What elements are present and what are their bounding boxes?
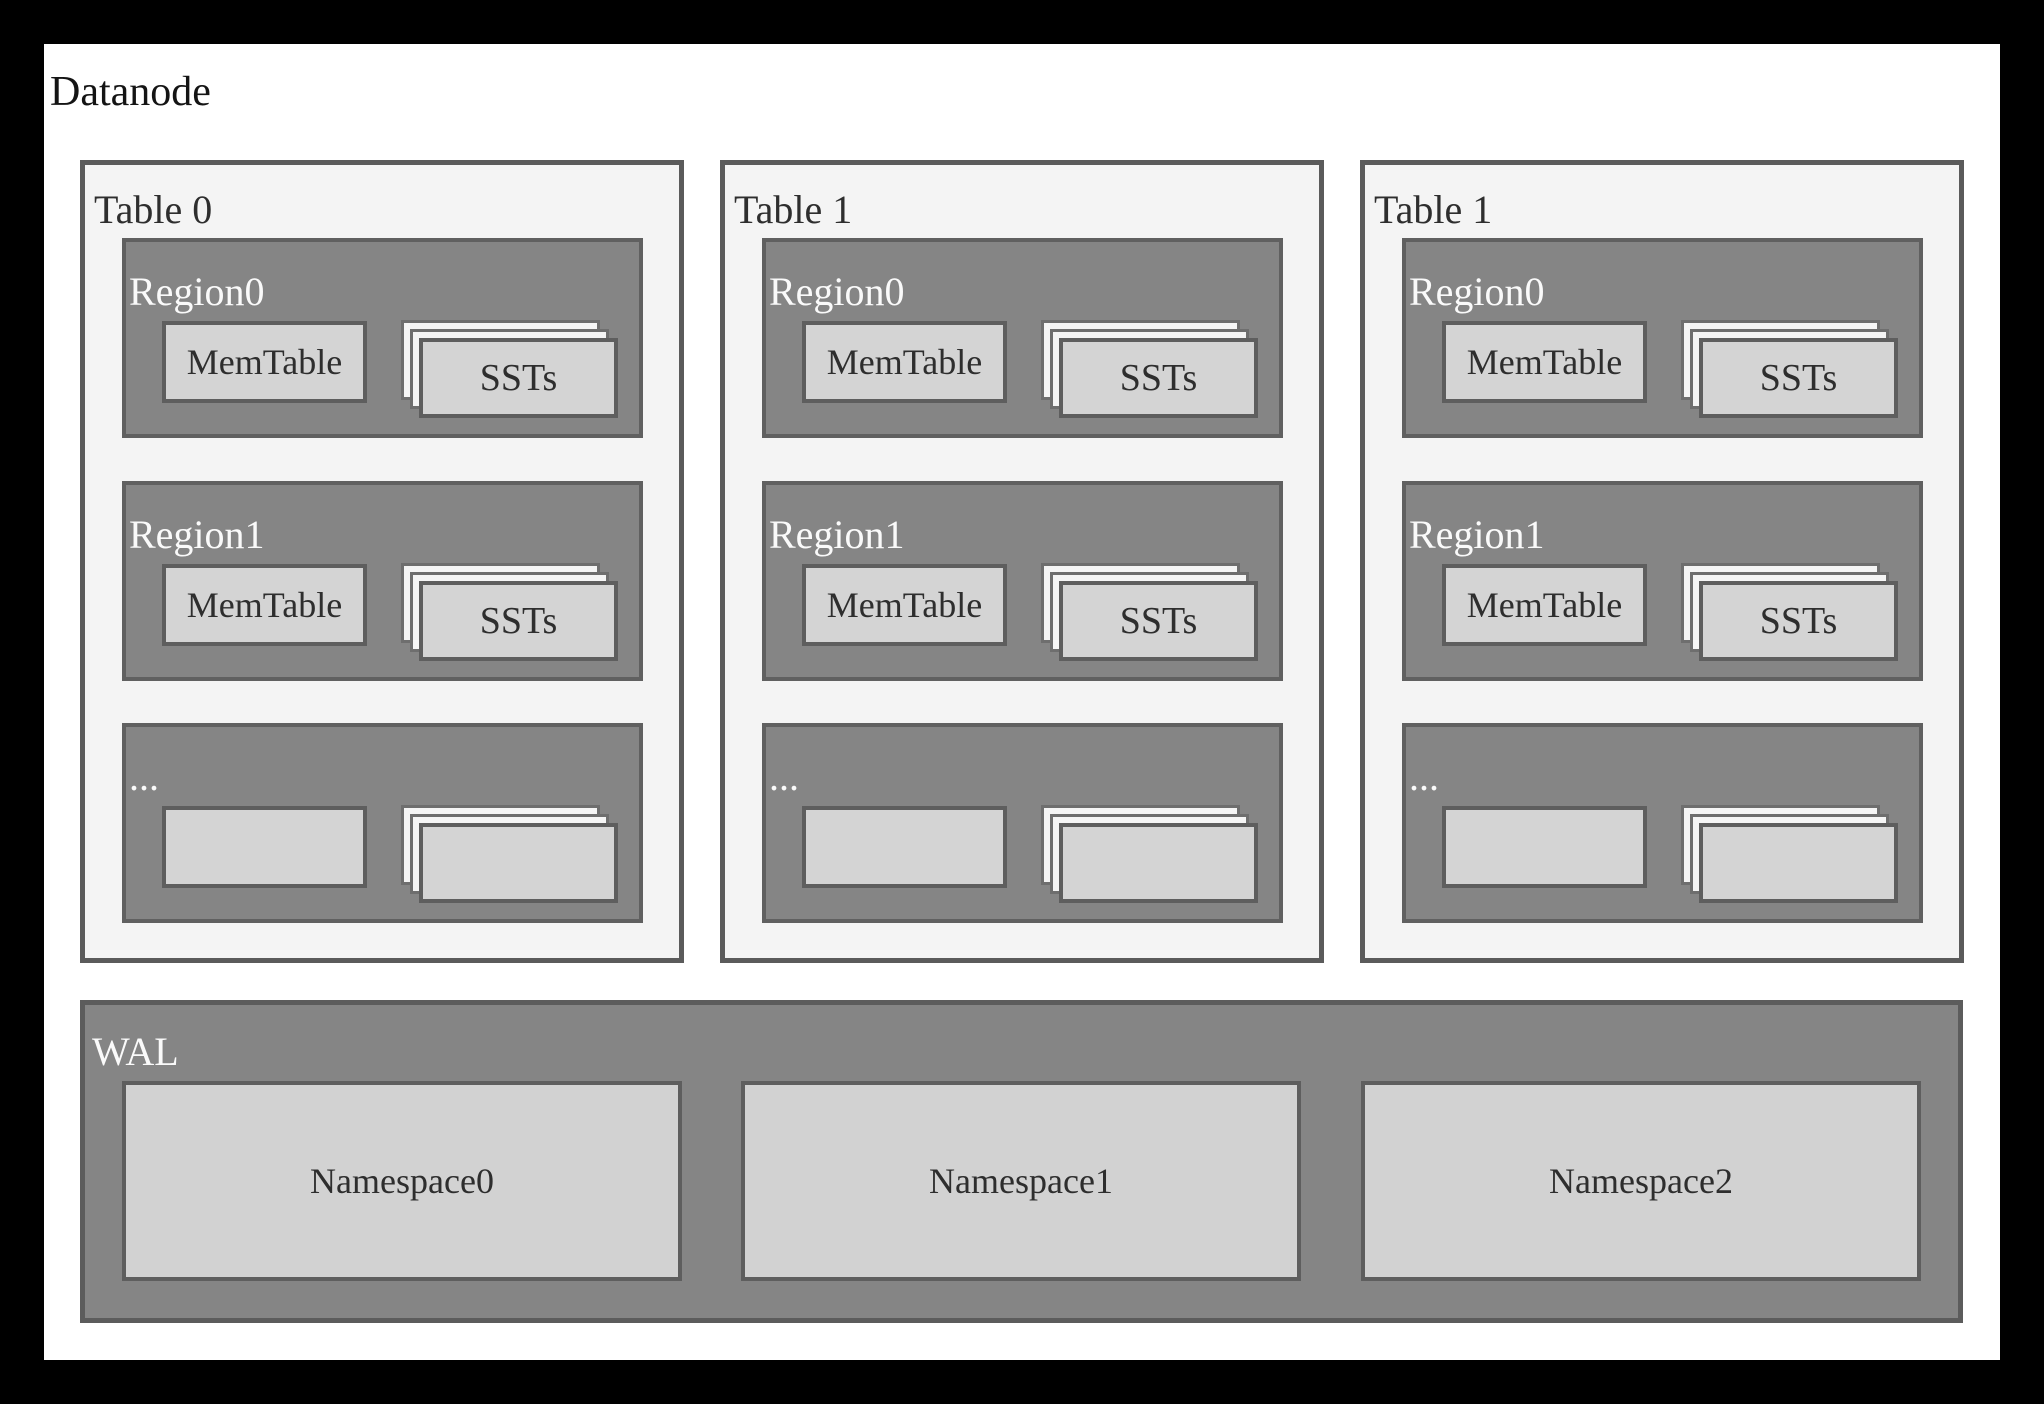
region-box: Region1 MemTable SSTs [122,481,643,681]
region-label: Region0 [129,269,265,314]
region-box: Region0 MemTable SSTs [762,238,1283,438]
ssts-front-sheet: SSTs [1699,581,1898,661]
ssts-front-sheet: SSTs [1059,581,1258,661]
ssts-stack [1681,805,1898,903]
region-box: Region1 MemTable SSTs [1402,481,1923,681]
ssts-front-sheet [419,823,618,903]
ssts-front-sheet: SSTs [419,338,618,418]
region-label: ... [769,754,799,799]
memtable-box: MemTable [802,564,1007,646]
memtable-box [162,806,367,888]
ssts-front-sheet: SSTs [1059,338,1258,418]
ssts-stack [1041,805,1258,903]
memtable-box: MemTable [802,321,1007,403]
region-box: Region0 MemTable SSTs [1402,238,1923,438]
table-title: Table 1 [734,187,853,232]
datanode-panel: Datanode Table 0 Region0 MemTable SSTs R… [44,44,2000,1360]
ssts-front-sheet [1699,823,1898,903]
ssts-stack: SSTs [1041,320,1258,418]
memtable-box: MemTable [162,321,367,403]
region-label: Region1 [769,512,905,557]
wal-box: WAL Namespace0 Namespace1 Namespace2 [80,1000,1963,1323]
ssts-front-sheet: SSTs [1699,338,1898,418]
table-title: Table 1 [1374,187,1493,232]
table-title: Table 0 [94,187,213,232]
ssts-stack: SSTs [401,320,618,418]
ssts-stack: SSTs [401,563,618,661]
diagram-title: Datanode [50,69,211,115]
region-label: ... [1409,754,1439,799]
region-box: Region0 MemTable SSTs [122,238,643,438]
ssts-front-sheet: SSTs [419,581,618,661]
namespace-box: Namespace2 [1361,1081,1921,1281]
namespace-box: Namespace1 [741,1081,1301,1281]
memtable-box: MemTable [1442,564,1647,646]
namespace-box: Namespace0 [122,1081,682,1281]
region-label: Region1 [1409,512,1545,557]
region-box: Region1 MemTable SSTs [762,481,1283,681]
ssts-stack: SSTs [1681,320,1898,418]
region-label: ... [129,754,159,799]
ssts-stack: SSTs [1041,563,1258,661]
region-label: Region0 [769,269,905,314]
table-card-0: Table 0 Region0 MemTable SSTs Region1 Me… [80,160,684,963]
region-label: Region1 [129,512,265,557]
ssts-stack [401,805,618,903]
region-box: ... [1402,723,1923,923]
wal-label: WAL [92,1029,179,1074]
memtable-box: MemTable [1442,321,1647,403]
ssts-stack: SSTs [1681,563,1898,661]
ssts-front-sheet [1059,823,1258,903]
region-box: ... [122,723,643,923]
memtable-box [1442,806,1647,888]
region-label: Region0 [1409,269,1545,314]
memtable-box [802,806,1007,888]
table-card-1: Table 1 Region0 MemTable SSTs Region1 Me… [720,160,1324,963]
memtable-box: MemTable [162,564,367,646]
region-box: ... [762,723,1283,923]
table-card-2: Table 1 Region0 MemTable SSTs Region1 Me… [1360,160,1964,963]
